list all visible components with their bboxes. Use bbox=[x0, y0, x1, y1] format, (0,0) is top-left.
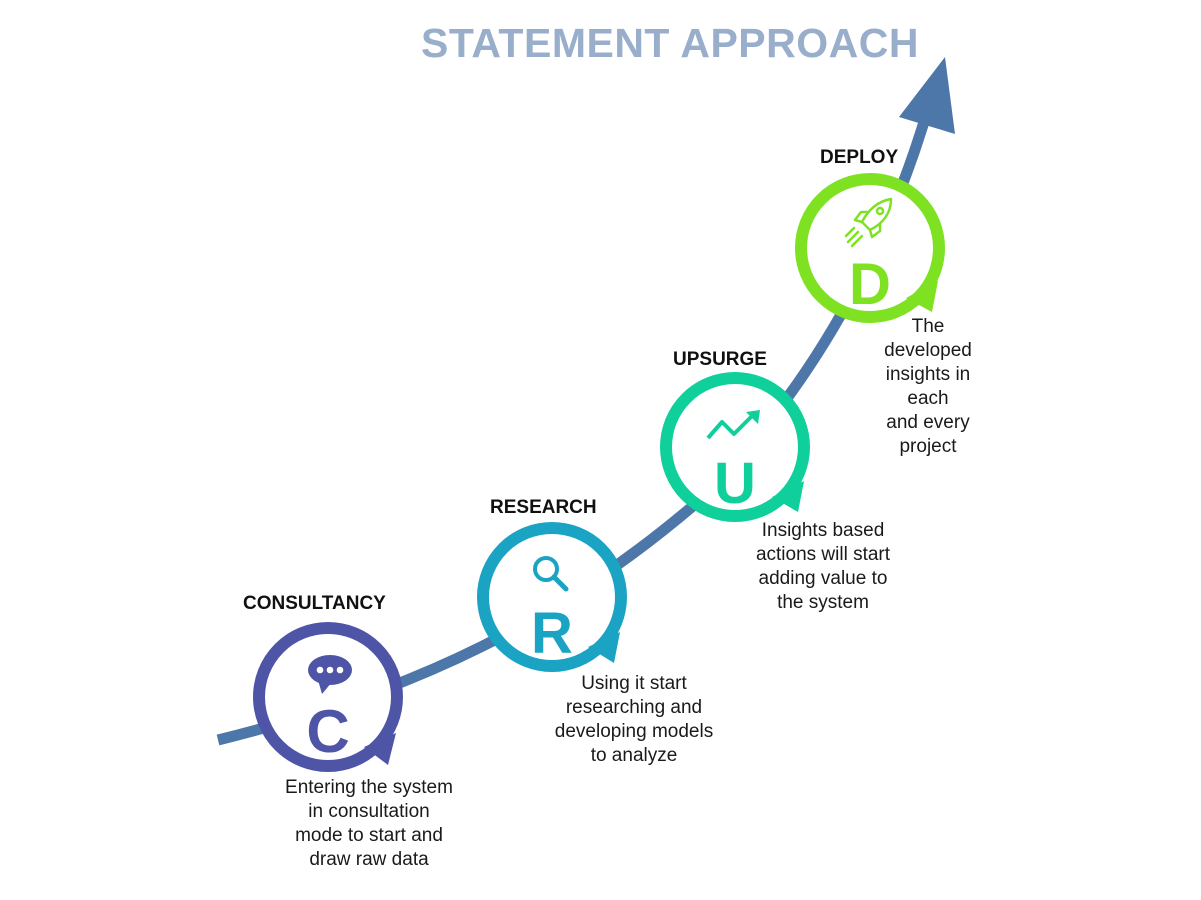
deploy-badge: D bbox=[795, 173, 945, 323]
description-line: to analyze bbox=[590, 745, 678, 766]
description-line: mode to start and bbox=[295, 825, 443, 846]
description-line: each bbox=[907, 388, 949, 409]
research-badge: R bbox=[477, 522, 627, 672]
upsurge-badge: U bbox=[660, 372, 810, 522]
upsurge-letter: U bbox=[714, 451, 756, 516]
description-line: in consultation bbox=[308, 801, 430, 822]
description-line: and every bbox=[886, 412, 970, 433]
description-line: adding value to bbox=[758, 568, 888, 589]
description-line: The bbox=[911, 316, 945, 337]
description-line: draw raw data bbox=[309, 849, 429, 870]
magnifier-icon bbox=[533, 556, 569, 592]
description-line: Using it start bbox=[581, 673, 687, 694]
deploy-description: The developed insights in each and every… bbox=[860, 315, 996, 459]
description-line: developed bbox=[884, 340, 972, 361]
upsurge-title: UPSURGE bbox=[673, 349, 767, 370]
description-line: Entering the system bbox=[285, 777, 453, 798]
description-line: actions will start bbox=[755, 544, 891, 565]
upsurge-description: Insights based actions will start adding… bbox=[723, 519, 923, 615]
research-letter: R bbox=[531, 601, 573, 666]
description-line: the system bbox=[777, 592, 869, 613]
description-line: insights in bbox=[885, 364, 971, 385]
research-description: Using it start researching and developin… bbox=[524, 672, 744, 768]
speech-bubble-icon bbox=[308, 655, 352, 694]
consultancy-letter: C bbox=[306, 698, 349, 765]
consultancy-badge: C bbox=[253, 622, 403, 772]
diagram-title: STATEMENT APPROACH bbox=[421, 20, 919, 66]
consultancy-title: CONSULTANCY bbox=[243, 593, 386, 614]
description-line: researching and bbox=[565, 697, 703, 718]
consultancy-description: Entering the system in consultation mode… bbox=[258, 776, 480, 872]
description-line: Insights based bbox=[761, 520, 885, 541]
research-title: RESEARCH bbox=[490, 497, 597, 518]
deploy-letter: D bbox=[849, 252, 891, 317]
deploy-title: DEPLOY bbox=[820, 147, 899, 168]
rocket-icon bbox=[844, 197, 893, 248]
trend-up-icon bbox=[706, 410, 760, 440]
description-line: developing models bbox=[554, 721, 714, 742]
growth-arrowhead bbox=[899, 57, 955, 134]
description-line: project bbox=[899, 436, 957, 457]
